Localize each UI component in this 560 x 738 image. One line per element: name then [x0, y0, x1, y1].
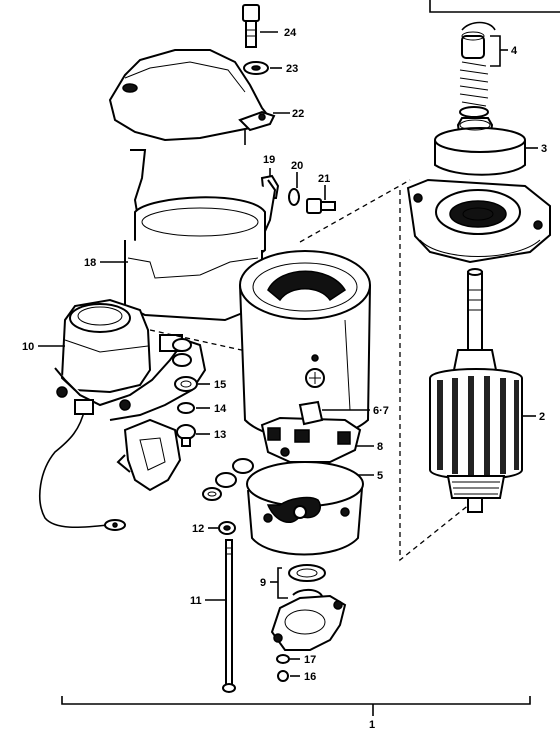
yoke-field-frame: [239, 250, 371, 440]
washers-brush-side: [202, 458, 254, 501]
part-9-washers: [270, 564, 326, 599]
callout-9: 9: [260, 577, 266, 589]
callout-24: 24: [284, 27, 297, 39]
callout-labels: 24 23 22 19 20 21 18 10 15 14 13 6·7 8 5…: [22, 27, 547, 731]
callout-21: 21: [318, 173, 330, 185]
callout-19: 19: [263, 154, 275, 166]
callout-1: 1: [369, 719, 375, 731]
callout-22: 22: [292, 108, 304, 120]
assembly-bracket: [61, 696, 531, 716]
callout-12: 12: [192, 523, 204, 535]
part-24-bolt: [242, 4, 278, 48]
callout-2: 2: [539, 411, 545, 423]
callout-20: 20: [291, 160, 303, 172]
part-4-spring-and-collar: [459, 21, 508, 118]
solenoid-lower-bracket: [116, 418, 182, 492]
callout-3: 3: [541, 143, 547, 155]
commutator-end-frame: [246, 461, 364, 556]
part-16-screw: [277, 670, 300, 682]
callout-15: 15: [214, 379, 226, 391]
part-17-washer: [276, 654, 300, 664]
part-20-washer: [288, 172, 300, 206]
part-22-end-cover: [108, 49, 290, 145]
part-11-through-bolt: [205, 539, 236, 693]
callout-5: 5: [377, 470, 383, 482]
brush-holder: [260, 400, 362, 463]
frame-corner: [429, 0, 560, 13]
part-3-pinion-clutch: [434, 117, 538, 176]
callout-11: 11: [190, 595, 202, 607]
end-cap-plate: [270, 594, 347, 651]
callout-4: 4: [511, 45, 518, 57]
part-12-nut: [208, 521, 236, 535]
callout-18: 18: [84, 257, 96, 269]
drive-housing-flange: [406, 178, 551, 264]
part-15-washer: [174, 376, 210, 392]
part-21-bolt: [306, 185, 336, 214]
part-2-armature: [429, 268, 536, 513]
callout-14: 14: [214, 403, 227, 415]
callout-13: 13: [214, 429, 226, 441]
part-14-washer: [177, 402, 210, 414]
alignment-line-armature: [399, 190, 476, 562]
callout-23: 23: [286, 63, 298, 75]
callout-10: 10: [22, 341, 34, 353]
callout-16: 16: [304, 671, 316, 683]
part-18-yoke-housing: [100, 149, 277, 322]
alignment-line-yoke: [299, 179, 411, 243]
part-23-washer: [243, 61, 282, 75]
part-10-magnetic-switch: [38, 298, 207, 531]
solenoid-washer-set: [172, 338, 192, 367]
callout-6-7: 6·7: [373, 405, 389, 417]
callout-8: 8: [377, 441, 383, 453]
part-13-screw: [176, 424, 210, 447]
callout-17: 17: [304, 654, 316, 666]
